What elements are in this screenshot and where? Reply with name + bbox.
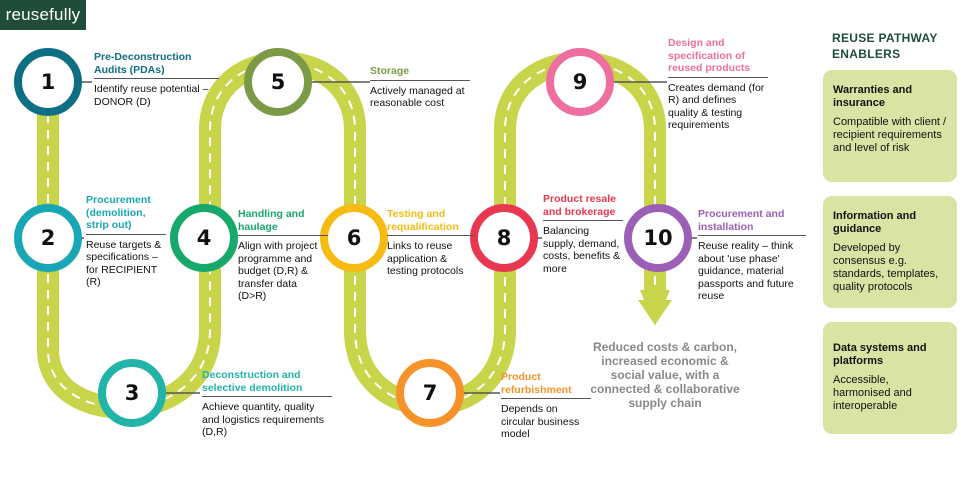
- step-2-label: Procurement (demolition, strip out) Reus…: [86, 194, 166, 289]
- step-7-label: Product refurbishment Depends on circula…: [501, 371, 591, 441]
- step-10-number: 10: [643, 226, 673, 250]
- reusefully-logo: reusefully: [0, 0, 86, 30]
- step-8-circle: 8: [470, 204, 538, 272]
- step-3-desc: Achieve quantity, quality and logistics …: [202, 401, 324, 438]
- step-5-title: Storage: [370, 65, 470, 81]
- enabler-card-title: Warranties and insurance: [833, 84, 913, 109]
- enabler-card-warranties: Warranties and insurance Compatible with…: [823, 70, 957, 182]
- step-1-circle: 1: [14, 48, 82, 116]
- step-6-circle: 6: [320, 204, 388, 272]
- step-8-title: Product resale and brokerage: [543, 193, 623, 221]
- step-6-title: Testing and requalification: [387, 208, 475, 236]
- step-5-circle: 5: [244, 48, 312, 116]
- step-7-title: Product refurbishment: [501, 371, 591, 399]
- step-9-number: 9: [572, 70, 588, 94]
- step-2-title: Procurement (demolition, strip out): [86, 194, 166, 235]
- step-1-title: Pre-Deconstruction Audits (PDAs): [94, 51, 219, 79]
- enabler-card-desc: Compatible with client / recipient requi…: [833, 116, 947, 154]
- step-5-label: Storage Actively managed at reasonable c…: [370, 65, 470, 110]
- step-1-number: 1: [40, 70, 56, 94]
- enabler-card-data-systems: Data systems and platforms Accessible, h…: [823, 322, 957, 434]
- step-6-desc: Links to reuse application & testing pro…: [387, 240, 464, 277]
- step-3-circle: 3: [98, 359, 166, 427]
- step-10-circle: 10: [624, 204, 692, 272]
- step-2-desc: Reuse targets & specifications – for REC…: [86, 238, 162, 289]
- enabler-card-desc: Accessible, harmonised and interoperable: [833, 374, 912, 412]
- step-5-desc: Actively managed at reasonable cost: [370, 84, 465, 110]
- step-10-label: Procurement and installation Reuse reali…: [698, 208, 806, 303]
- step-1-desc: Identify reuse potential – DONOR (D): [94, 83, 209, 108]
- step-6-label: Testing and requalification Links to reu…: [387, 208, 475, 278]
- step-5-number: 5: [270, 70, 286, 94]
- step-7-number: 7: [422, 381, 438, 405]
- road-end-arrowhead: [640, 290, 670, 326]
- step-9-desc: Creates demand (for R) and defines quali…: [668, 81, 765, 132]
- enabler-card-information: Information and guidance Developed by co…: [823, 196, 957, 308]
- step-10-desc: Reuse reality – think about 'use phase' …: [698, 240, 794, 302]
- step-8-desc: Balancing supply, demand, costs, benefit…: [543, 225, 621, 275]
- step-8-label: Product resale and brokerage Balancing s…: [543, 193, 623, 275]
- enabler-card-desc: Developed by consensus e.g. standards, t…: [833, 242, 939, 293]
- step-3-number: 3: [124, 381, 140, 405]
- step-10-title: Procurement and installation: [698, 208, 806, 236]
- step-4-label: Handling and haulage Align with project …: [238, 208, 328, 303]
- step-9-title: Design and specification of reused produ…: [668, 37, 768, 78]
- step-7-circle: 7: [396, 359, 464, 427]
- step-1-label: Pre-Deconstruction Audits (PDAs) Identif…: [94, 51, 219, 108]
- step-6-number: 6: [346, 226, 362, 250]
- step-3-label: Deconstruction and selective demolition …: [202, 369, 332, 439]
- step-3-title: Deconstruction and selective demolition: [202, 369, 332, 397]
- step-4-title: Handling and haulage: [238, 208, 328, 236]
- outcome-text: Reduced costs & carbon, increased econom…: [590, 340, 740, 410]
- step-4-number: 4: [196, 226, 212, 250]
- step-7-desc: Depends on circular business model: [501, 403, 580, 440]
- enabler-card-title: Data systems and platforms: [833, 342, 927, 367]
- step-2-circle: 2: [14, 204, 82, 272]
- step-4-circle: 4: [170, 204, 238, 272]
- step-9-label: Design and specification of reused produ…: [668, 37, 768, 132]
- enablers-heading: REUSE PATHWAY ENABLERS: [832, 31, 938, 61]
- enabler-card-title: Information and guidance: [833, 210, 917, 235]
- step-9-circle: 9: [546, 48, 614, 116]
- step-8-number: 8: [496, 226, 512, 250]
- step-2-number: 2: [40, 226, 56, 250]
- step-4-desc: Align with project programme and budget …: [238, 240, 318, 302]
